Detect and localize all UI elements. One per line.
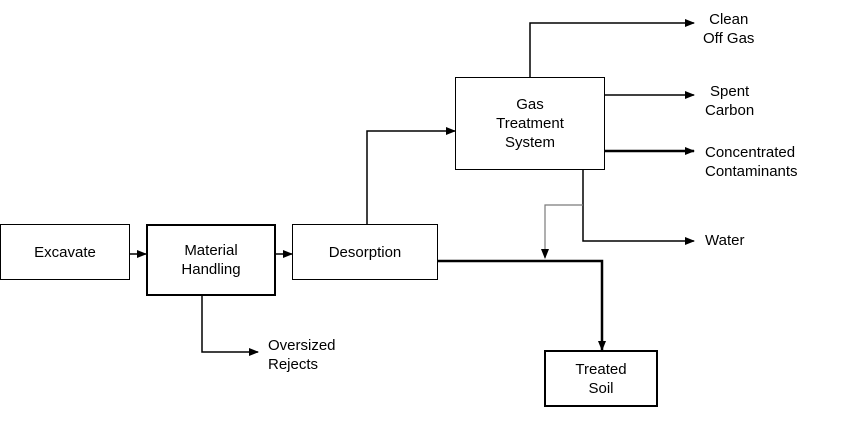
gas-treatment-label-line-3: System [504, 134, 555, 151]
arrow-gas-treatment-to-clean-off-gas [529, 19, 695, 77]
gas-treatment-system-box: Gas Treatment System [455, 77, 605, 170]
material-handling-box: Material Handling [146, 224, 276, 296]
arrow-material-handling-to-oversized-rejects [201, 296, 259, 356]
arrow-gas-treatment-to-water [582, 170, 695, 245]
spent-carbon-line-1: Spent [710, 83, 750, 100]
desorption-label: Desorption [328, 243, 402, 261]
treated-soil-box: Treated Soil [544, 350, 658, 407]
clean-off-gas-label: Clean Off Gas [703, 10, 754, 48]
arrow-gas-treatment-to-soil-line [541, 204, 583, 259]
material-handling-label-line-1: Material [184, 242, 238, 259]
concentrated-contaminants-line-2: Contaminants [705, 163, 798, 180]
spent-carbon-label: Spent Carbon [705, 82, 754, 120]
gas-treatment-label-line-2: Treatment [496, 115, 564, 132]
clean-off-gas-line-2: Off Gas [703, 30, 755, 47]
concentrated-contaminants-label: Concentrated Contaminants [705, 143, 798, 181]
concentrated-contaminants-line-1: Concentrated [705, 144, 796, 161]
oversized-rejects-line-1: Oversized [268, 337, 336, 354]
excavate-label: Excavate [34, 243, 96, 261]
treated-soil-label-line-1: Treated [575, 360, 627, 378]
arrow-desorption-to-treated-soil [438, 259, 606, 351]
excavate-box: Excavate [0, 224, 130, 280]
oversized-rejects-label: Oversized Rejects [268, 336, 336, 374]
material-handling-label-line-2: Handling [181, 261, 241, 278]
water-label: Water [705, 231, 744, 250]
clean-off-gas-line-1: Clean [709, 11, 749, 28]
spent-carbon-line-2: Carbon [705, 102, 755, 119]
gas-treatment-label-line-1: Gas [516, 96, 544, 113]
treated-soil-label-line-2: Soil [588, 379, 614, 397]
oversized-rejects-line-2: Rejects [268, 356, 319, 373]
water-line-1: Water [705, 232, 745, 249]
arrow-desorption-to-gas-treatment [366, 127, 456, 224]
desorption-box: Desorption [292, 224, 438, 280]
